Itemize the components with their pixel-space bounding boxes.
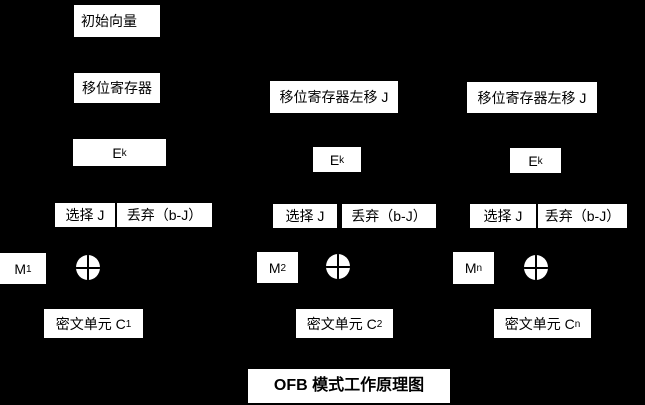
message-subscript-1: 1	[26, 263, 32, 275]
message-subscript-3: n	[476, 263, 483, 274]
select-j-box-2: 选择 J	[273, 204, 337, 228]
xor-icon-3	[524, 255, 548, 280]
xor-icon-1	[76, 255, 100, 280]
discard-box-1: 丢弃（b-J）	[117, 203, 212, 227]
select-j-box-1: 选择 J	[55, 203, 115, 227]
ciphertext-unit-label-2: 密文单元 C	[306, 315, 377, 332]
ciphertext-unit-subscript-2: 2	[376, 318, 383, 330]
xor-cross-vertical	[535, 255, 537, 280]
shift-register-box-2: 移位寄存器左移 J	[270, 81, 398, 113]
encryption-label-1: E	[112, 144, 122, 161]
encryption-label-2: E	[329, 151, 340, 168]
ciphertext-unit-subscript-1: 1	[125, 318, 132, 330]
discard-box-3: 丢弃（b-J）	[538, 204, 627, 228]
xor-cross-vertical	[87, 255, 89, 280]
shift-register-box-3: 移位寄存器左移 J	[467, 82, 597, 113]
ciphertext-unit-label-1: 密文单元 C	[55, 315, 126, 332]
xor-cross-vertical	[337, 254, 339, 279]
message-label-3: M	[464, 260, 477, 276]
message-label-2: M	[268, 259, 281, 276]
diagram-title: OFB 模式工作原理图	[248, 369, 450, 403]
select-j-box-3: 选择 J	[470, 204, 536, 228]
ciphertext-unit-subscript-3: n	[574, 318, 581, 330]
xor-icon-2	[326, 254, 350, 279]
ciphertext-unit-label-3: 密文单元 C	[504, 315, 575, 332]
message-label-1: M	[14, 260, 27, 277]
discard-box-2: 丢弃（b-J）	[342, 204, 436, 228]
message-subscript-2: 2	[280, 262, 287, 274]
shift-register-box-1: 移位寄存器	[74, 73, 160, 103]
encryption-subscript-3: k	[537, 155, 543, 167]
encryption-subscript-2: k	[339, 154, 345, 166]
encryption-label-3: E	[528, 152, 538, 169]
initial-vector-box: 初始向量	[74, 5, 160, 37]
encryption-subscript-1: k	[121, 147, 127, 159]
